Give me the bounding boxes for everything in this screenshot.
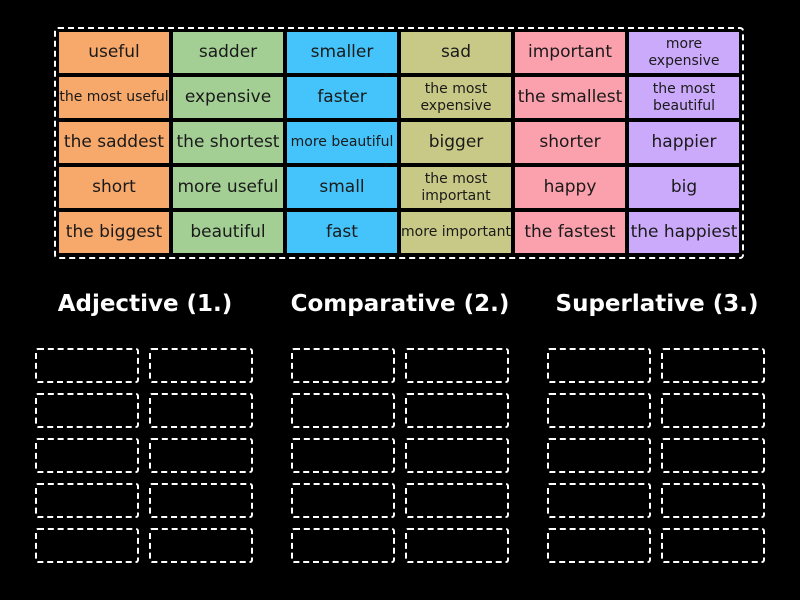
word-tile[interactable]: the saddest — [59, 122, 169, 163]
word-tile[interactable]: the biggest — [59, 212, 169, 253]
drop-slot-comparative[interactable] — [405, 393, 509, 428]
word-tile[interactable]: the most useful — [59, 77, 169, 118]
drop-slot-superlative[interactable] — [547, 528, 651, 563]
drop-slot-adjective[interactable] — [149, 483, 253, 518]
drop-slot-adjective[interactable] — [35, 393, 139, 428]
drop-slot-superlative[interactable] — [661, 438, 765, 473]
drop-slot-adjective[interactable] — [35, 348, 139, 383]
word-tile[interactable]: more beautiful — [287, 122, 397, 163]
word-tile[interactable]: small — [287, 167, 397, 208]
drop-slot-superlative[interactable] — [661, 528, 765, 563]
drop-slot-superlative[interactable] — [661, 393, 765, 428]
drop-slot-comparative[interactable] — [405, 483, 509, 518]
drop-slot-comparative[interactable] — [291, 393, 395, 428]
word-tile[interactable]: beautiful — [173, 212, 283, 253]
word-tile[interactable]: useful — [59, 32, 169, 73]
drop-slot-comparative[interactable] — [405, 528, 509, 563]
word-tile[interactable]: more expensive — [629, 32, 739, 73]
word-tile[interactable]: short — [59, 167, 169, 208]
word-tile[interactable]: bigger — [401, 122, 511, 163]
drop-slot-superlative[interactable] — [547, 393, 651, 428]
drop-slot-adjective[interactable] — [35, 438, 139, 473]
drop-slot-superlative[interactable] — [547, 483, 651, 518]
word-tile[interactable]: expensive — [173, 77, 283, 118]
word-tile[interactable]: big — [629, 167, 739, 208]
drop-slot-comparative[interactable] — [291, 438, 395, 473]
drop-slot-superlative[interactable] — [547, 348, 651, 383]
word-pool — [54, 27, 744, 259]
drop-slot-adjective[interactable] — [149, 348, 253, 383]
drop-slot-superlative[interactable] — [547, 438, 651, 473]
drop-slot-adjective[interactable] — [149, 393, 253, 428]
word-tile[interactable]: the most important — [401, 167, 511, 208]
word-tile[interactable]: shorter — [515, 122, 625, 163]
word-tile[interactable]: important — [515, 32, 625, 73]
drop-slot-comparative[interactable] — [291, 528, 395, 563]
drop-slot-adjective[interactable] — [35, 483, 139, 518]
drop-slot-adjective[interactable] — [35, 528, 139, 563]
word-tile[interactable]: sad — [401, 32, 511, 73]
drop-slot-comparative[interactable] — [405, 438, 509, 473]
word-tile[interactable]: smaller — [287, 32, 397, 73]
word-tile[interactable]: more useful — [173, 167, 283, 208]
drop-slot-superlative[interactable] — [661, 483, 765, 518]
category-heading-adjective: Adjective (1.) — [57, 291, 233, 317]
drop-slot-adjective[interactable] — [149, 528, 253, 563]
word-tile[interactable]: the shortest — [173, 122, 283, 163]
drop-slot-superlative[interactable] — [661, 348, 765, 383]
word-tile[interactable]: faster — [287, 77, 397, 118]
drop-slot-comparative[interactable] — [291, 483, 395, 518]
word-tile[interactable]: the fastest — [515, 212, 625, 253]
drop-slot-adjective[interactable] — [149, 438, 253, 473]
drop-slot-comparative[interactable] — [405, 348, 509, 383]
word-tile[interactable]: happy — [515, 167, 625, 208]
drop-slot-comparative[interactable] — [291, 348, 395, 383]
word-tile[interactable]: the smallest — [515, 77, 625, 118]
word-tile[interactable]: the happiest — [629, 212, 739, 253]
category-heading-superlative: Superlative (3.) — [555, 291, 759, 317]
category-heading-comparative: Comparative (2.) — [290, 291, 510, 317]
word-tile[interactable]: the most beautiful — [629, 77, 739, 118]
word-tile[interactable]: sadder — [173, 32, 283, 73]
word-tile[interactable]: more important — [401, 212, 511, 253]
word-tile[interactable]: the most expensive — [401, 77, 511, 118]
word-tile[interactable]: happier — [629, 122, 739, 163]
word-tile[interactable]: fast — [287, 212, 397, 253]
